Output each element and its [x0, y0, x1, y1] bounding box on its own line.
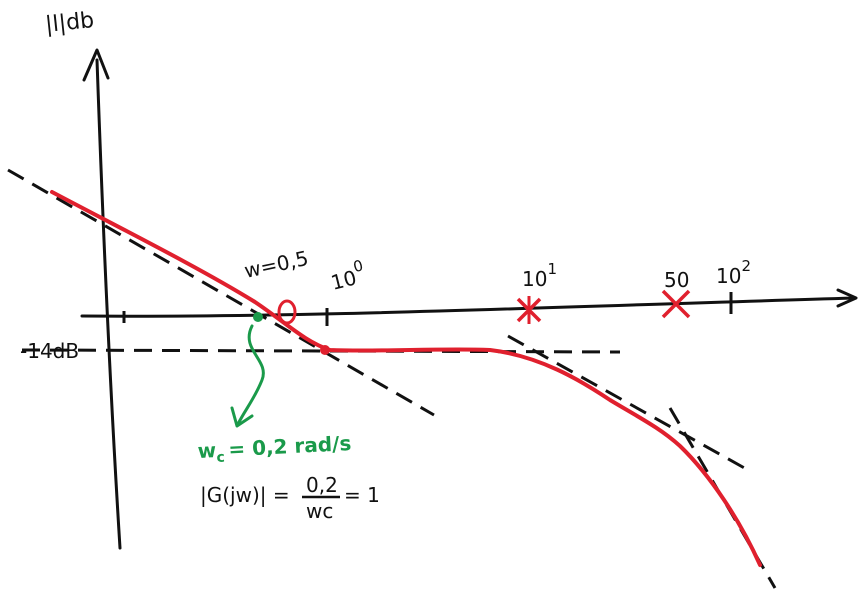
asymptote-minus14	[21, 348, 621, 354]
y-axis-arrowhead	[82, 48, 110, 82]
y-axis	[95, 58, 122, 550]
equation-left: |G(jw)| =	[200, 483, 290, 507]
pole-marker-50	[661, 289, 691, 319]
crossover-arrowhead	[230, 406, 254, 428]
crossover-arrow	[236, 324, 265, 426]
minus14-label: -14dB	[20, 339, 79, 363]
crossover-label: wc= 0,2 rad/s	[197, 431, 352, 467]
ten0-label: 100	[327, 256, 368, 295]
x-axis-arrowhead	[836, 288, 858, 308]
red-point	[320, 345, 330, 355]
magnitude-curve	[50, 190, 762, 567]
ten2-label: 102	[716, 257, 751, 288]
equation-numerator: 0,2	[306, 473, 338, 497]
w05-label: w=0,5	[242, 246, 310, 283]
asymptote-mid-slope	[507, 334, 749, 472]
pole-marker-10-1	[516, 296, 542, 324]
ten1-label: 101	[522, 260, 557, 291]
equation-right: = 1	[344, 483, 380, 507]
y-axis-label: |l|db	[44, 8, 95, 38]
asymptote-low-slope	[7, 168, 435, 417]
crossover-point	[253, 312, 263, 322]
x-axis	[80, 296, 857, 318]
fifty-label: 50	[664, 268, 689, 292]
equation-denominator: wc	[306, 499, 333, 523]
zero-marker-circle	[277, 299, 297, 325]
